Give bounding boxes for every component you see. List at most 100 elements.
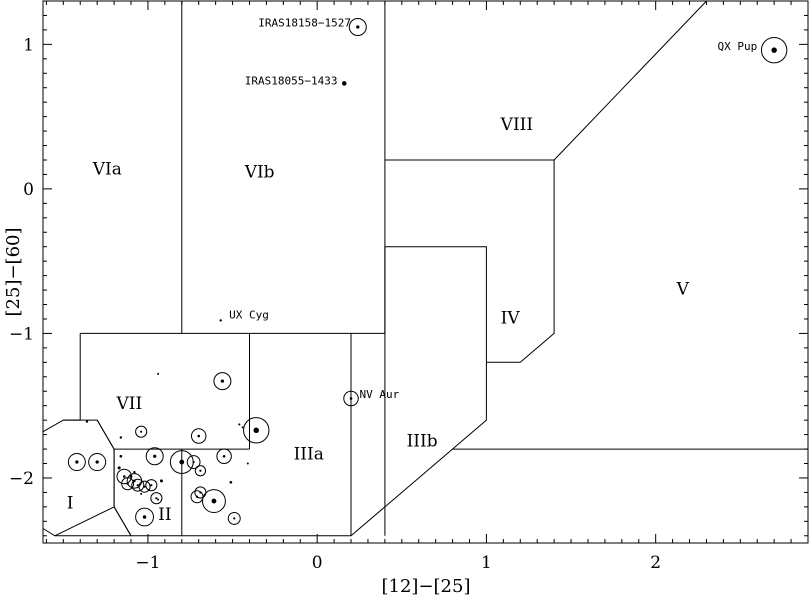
- data-point: [116, 468, 132, 485]
- data-point-ring: [760, 36, 788, 64]
- data-point: [760, 36, 788, 64]
- data-point-ring: [150, 492, 163, 505]
- data-point-ring: [186, 455, 201, 469]
- y-axis-title: [25]−[60]: [3, 228, 24, 317]
- data-point-dot: [211, 498, 217, 504]
- region-label: IIIa: [294, 444, 324, 464]
- data-point: [135, 507, 154, 527]
- data-point: [342, 81, 347, 86]
- star-label: QX Pup: [717, 40, 757, 53]
- data-point-dot: [222, 454, 226, 458]
- y-tick-label: −1: [9, 324, 34, 344]
- data-point: [119, 436, 123, 439]
- data-point: [157, 498, 160, 501]
- data-point-dot: [75, 460, 79, 464]
- data-point-ring: [135, 425, 148, 438]
- data-point: [213, 372, 232, 391]
- data-point-dot: [133, 470, 136, 474]
- data-point-dot: [356, 25, 360, 29]
- region-label: I: [67, 494, 74, 514]
- data-point: [216, 448, 232, 465]
- data-point: [117, 466, 121, 470]
- data-point: [227, 511, 241, 525]
- region-boundary: [54, 419, 115, 537]
- region-label: VIII: [500, 115, 533, 135]
- region-boundary: [113, 449, 183, 537]
- data-point-dot: [246, 462, 249, 465]
- data-point: [133, 470, 136, 474]
- data-point: [138, 480, 151, 493]
- data-point-ring: [145, 447, 164, 466]
- data-point-dot: [192, 460, 195, 464]
- data-point-dot: [119, 454, 123, 458]
- data-point: [85, 420, 89, 423]
- data-point: [150, 492, 163, 505]
- data-point: [348, 18, 367, 37]
- data-point-dot: [129, 475, 133, 478]
- data-point: [241, 426, 244, 429]
- data-points: [67, 18, 788, 527]
- data-point-dot: [229, 480, 233, 484]
- region-label: VIa: [92, 160, 122, 180]
- data-point-ring: [67, 453, 86, 472]
- x-tick-label: 0: [312, 553, 323, 573]
- data-point: [67, 453, 86, 472]
- region-boundary: [384, 159, 555, 363]
- data-point: [135, 425, 148, 438]
- y-tick-label: 1: [23, 35, 34, 55]
- x-axis-title: [12]−[25]: [382, 576, 471, 597]
- data-point-dot: [122, 475, 126, 478]
- data-point: [243, 417, 270, 444]
- data-point-dot: [197, 434, 201, 438]
- data-point-ring: [145, 479, 158, 492]
- data-point-ring: [194, 465, 207, 477]
- data-point-dot: [342, 81, 347, 86]
- data-point-dot: [238, 423, 241, 426]
- data-point: [140, 492, 143, 495]
- data-point-dot: [233, 517, 236, 520]
- plot-frame: [42, 0, 809, 544]
- data-point-dot: [95, 460, 99, 464]
- data-point: [157, 372, 160, 375]
- region-label: V: [676, 280, 690, 300]
- x-tick-label: 1: [481, 553, 492, 573]
- star-label: UX Cyg: [229, 309, 269, 322]
- data-point-ring: [138, 480, 151, 493]
- data-point-dot: [219, 319, 222, 322]
- data-point: [194, 486, 207, 499]
- data-point: [119, 454, 123, 458]
- data-point-dot: [349, 397, 353, 400]
- data-point-dot: [179, 459, 185, 465]
- data-point-dot: [253, 427, 260, 434]
- data-point: [186, 455, 201, 469]
- data-point: [219, 319, 222, 322]
- region-boundary: [553, 0, 707, 161]
- data-point: [121, 477, 135, 491]
- data-point-ring: [227, 511, 241, 525]
- data-point-dot: [85, 420, 89, 423]
- data-point-ring: [213, 372, 232, 391]
- data-point-dot: [157, 498, 160, 501]
- data-point-dot: [241, 426, 244, 429]
- star-label: NV Aur: [359, 388, 399, 401]
- data-point: [129, 475, 133, 478]
- data-point-dot: [153, 454, 157, 458]
- data-point-dot: [155, 497, 158, 500]
- region-label: IV: [501, 309, 521, 329]
- data-point-ring: [348, 18, 367, 37]
- data-point: [159, 479, 163, 483]
- data-point-ring: [202, 489, 226, 514]
- data-point-dot: [142, 515, 147, 519]
- data-point: [145, 447, 164, 466]
- data-point-dot: [199, 491, 202, 494]
- data-point-dot: [220, 379, 225, 383]
- data-point-dot: [143, 485, 146, 488]
- star-label: IRAS18055−1433: [245, 74, 338, 87]
- axis-ticks: [43, 0, 809, 543]
- region-boundary: [42, 419, 132, 537]
- data-point-dot: [117, 466, 121, 470]
- region-label: VII: [115, 394, 142, 414]
